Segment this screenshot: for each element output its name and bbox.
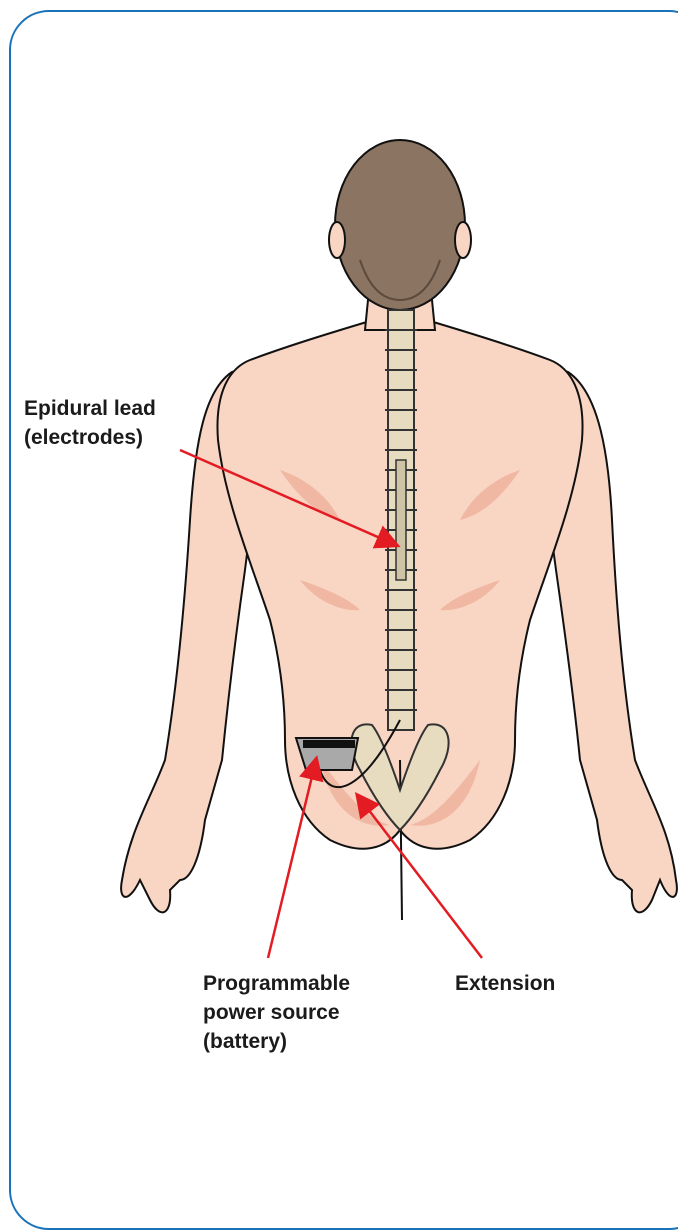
label-epidural-lead: Epidural lead (electrodes) bbox=[24, 394, 156, 452]
label-power-source-line1: Programmable bbox=[203, 969, 350, 998]
label-power-source-line3: (battery) bbox=[203, 1027, 350, 1056]
label-extension: Extension bbox=[455, 969, 555, 998]
label-power-source-line2: power source bbox=[203, 998, 350, 1027]
power-arrow bbox=[268, 760, 316, 958]
battery-icon bbox=[296, 738, 358, 770]
label-epidural-lead-line2: (electrodes) bbox=[24, 423, 156, 452]
label-extension-line1: Extension bbox=[455, 969, 555, 998]
label-epidural-lead-line1: Epidural lead bbox=[24, 394, 156, 423]
label-power-source: Programmable power source (battery) bbox=[203, 969, 350, 1056]
